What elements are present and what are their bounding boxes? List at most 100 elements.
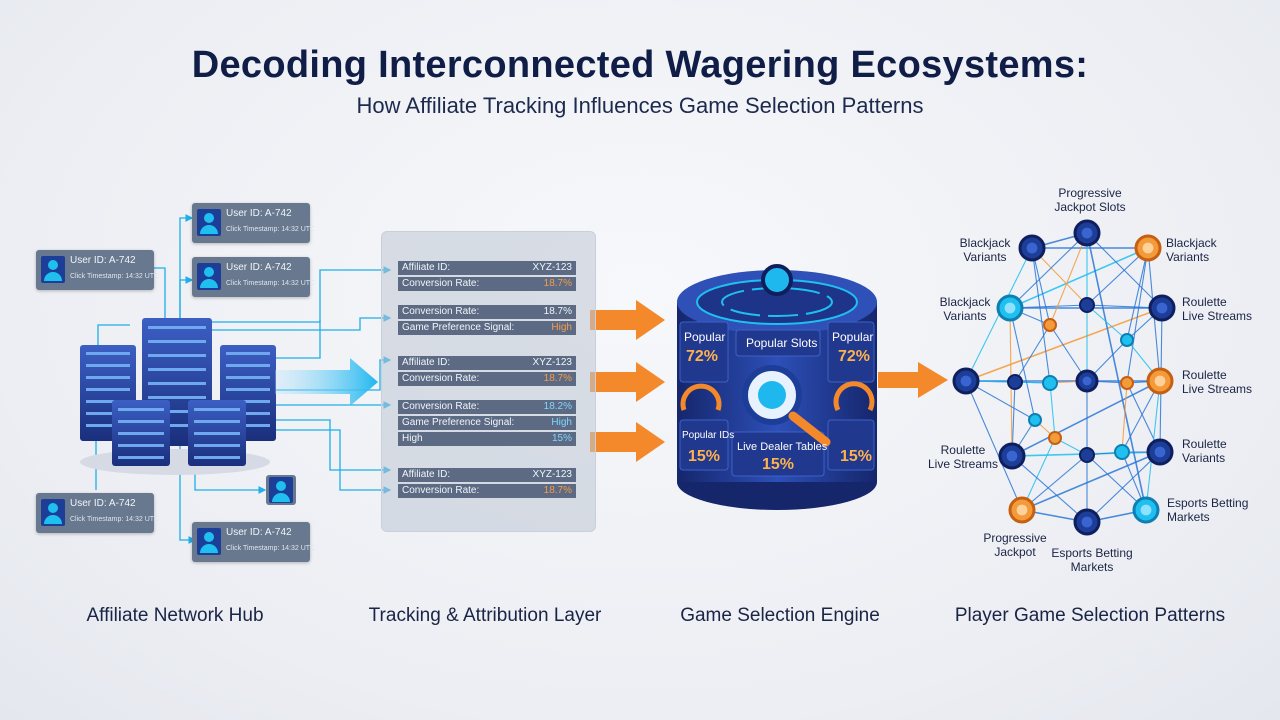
network-edge [1121, 382, 1128, 453]
network-edge [1049, 382, 1056, 439]
network-edge [1021, 454, 1088, 511]
user-avatar-icon [41, 256, 65, 283]
row-value: 18.7% [543, 373, 572, 384]
user-card: User ID: A-742 Click Timestamp: 14:32 UT… [192, 257, 315, 297]
tracking-row: Game Preference Signal: High [398, 321, 576, 335]
engine-pct-live: 15% [762, 456, 795, 473]
server-cluster [80, 318, 276, 475]
engine-popular-ids: Popular IDs [682, 430, 735, 441]
row-value: 15% [551, 433, 572, 444]
flow-arrow-hub-to-tracking [275, 358, 378, 406]
click-timestamp: Click Timestamp: 14:32 UTC [70, 516, 160, 523]
gauge-left [680, 383, 722, 411]
network-edge [1086, 451, 1161, 523]
row-key: Affiliate ID: [402, 262, 451, 273]
engine-pct-bl: 15% [688, 448, 721, 465]
network-node [1114, 444, 1130, 460]
row-key: Game Preference Signal: [402, 417, 515, 428]
user-avatar-icon [197, 209, 221, 236]
section-label-patterns: Player Game Selection Patterns [954, 605, 1226, 626]
network-node [1079, 447, 1095, 463]
pattern-label: Blackjack Variants [1166, 236, 1217, 264]
network-node [1073, 219, 1101, 247]
network-edge [1009, 247, 1149, 309]
pattern-network [965, 232, 1163, 523]
network-node [1132, 496, 1160, 524]
user-id: User ID: A-742 [226, 208, 292, 219]
row-key: Conversion Rate: [402, 306, 480, 317]
game-selection-engine [677, 264, 877, 510]
user-id: User ID: A-742 [226, 527, 292, 538]
network-node [1018, 234, 1046, 262]
tracking-row: Affiliate ID: XYZ-123 [398, 356, 576, 370]
network-edge [965, 307, 1163, 382]
row-value: High [551, 322, 572, 333]
click-timestamp: Click Timestamp: 14:32 UTC [226, 226, 316, 233]
pattern-label: Esports Betting Markets [1167, 496, 1249, 524]
tracking-row: High 15% [398, 432, 576, 446]
network-node [1146, 438, 1174, 466]
pattern-label: Roulette Live Streams [927, 443, 999, 471]
tracking-row: Conversion Rate:18.7% [398, 277, 576, 291]
network-edge [1126, 247, 1149, 341]
network-node [1007, 374, 1023, 390]
user-avatar-icon [197, 263, 221, 290]
network-edge [1009, 307, 1036, 421]
pattern-label: Progressive Jackpot Slots [1054, 186, 1126, 214]
row-key: Conversion Rate: [402, 485, 480, 496]
engine-pct-left: 72% [686, 348, 719, 365]
network-node [1079, 297, 1095, 313]
row-key: Conversion Rate: [402, 278, 480, 289]
tracking-row: Conversion Rate: 18.2% [398, 400, 576, 414]
user-avatar-icon [269, 477, 293, 503]
row-value: 18.7% [543, 485, 572, 496]
row-key: High [402, 433, 423, 444]
network-node [1120, 333, 1134, 347]
network-edge [1021, 451, 1161, 511]
section-label-engine: Game Selection Engine [680, 605, 880, 626]
network-node [952, 367, 980, 395]
click-timestamp: Click Timestamp: 14:32 UTC [70, 273, 160, 280]
user-card: User ID: A-742 Click Timestamp: 14:32 UT… [192, 522, 315, 562]
network-edge [1086, 247, 1149, 306]
tracking-row: Game Preference Signal:High [398, 416, 576, 430]
user-card: User ID: A-742 Click Timestamp: 14:32 UT… [192, 203, 315, 243]
engine-pct-br: 15% [840, 448, 873, 465]
row-value: 18.2% [543, 401, 572, 412]
network-edge [1011, 380, 1161, 457]
pattern-label: Blackjack Variants [939, 295, 991, 323]
user-avatar-icon [266, 475, 296, 505]
network-node [1073, 508, 1101, 536]
tracking-row: Affiliate ID: XYZ-123 [398, 261, 576, 275]
network-node [1042, 375, 1058, 391]
tracking-row: Conversion Rate:18.7% [398, 372, 576, 386]
pattern-label: Roulette Live Streams [1182, 368, 1253, 396]
user-card: User ID: A-742 Click Timestamp: 14:32 UT… [36, 250, 159, 290]
row-value: 18.7% [543, 306, 572, 317]
tracking-row: Conversion Rate: 18.7% [398, 305, 576, 319]
network-edge [1014, 324, 1051, 383]
row-key: Affiliate ID: [402, 357, 451, 368]
network-edge [1011, 455, 1088, 523]
click-timestamp: Click Timestamp: 14:32 UTC [226, 280, 316, 287]
pattern-label: Roulette Variants [1182, 437, 1227, 465]
row-key: Affiliate ID: [402, 469, 451, 480]
row-value: XYZ-123 [532, 357, 572, 368]
page-subtitle: How Affiliate Tracking Influences Game S… [356, 93, 924, 118]
row-value: XYZ-123 [532, 262, 572, 273]
user-id: User ID: A-742 [226, 262, 292, 273]
pattern-label: Roulette Live Streams [1182, 295, 1253, 323]
section-label-tracking: Tracking & Attribution Layer [368, 605, 602, 626]
user-card: User ID: A-742 Click Timestamp: 14:32 UT… [36, 493, 159, 533]
flow-arrow-engine-to-patterns [878, 362, 948, 398]
gauge-right [833, 381, 875, 412]
row-key: Game Preference Signal: [402, 322, 515, 333]
network-node [998, 442, 1026, 470]
network-edge [1086, 232, 1163, 309]
row-key: Conversion Rate: [402, 401, 480, 412]
user-avatar-icon [197, 528, 221, 555]
network-node [1146, 367, 1174, 395]
tracking-row: Affiliate ID:XYZ-123 [398, 468, 576, 482]
user-id: User ID: A-742 [70, 255, 136, 266]
network-node [1148, 294, 1176, 322]
